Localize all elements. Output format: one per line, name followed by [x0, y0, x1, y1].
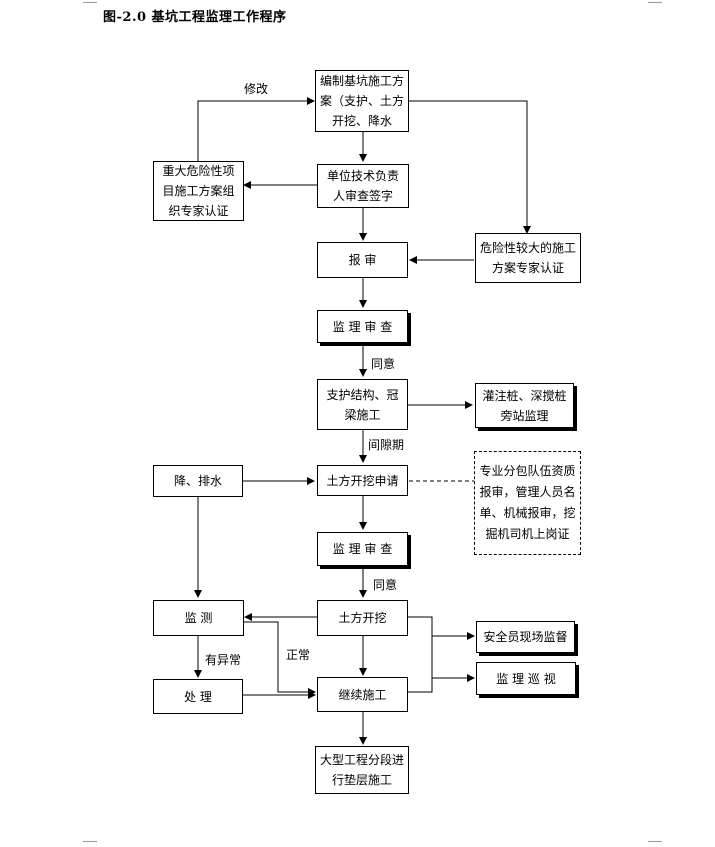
- page-corner-mark: [83, 841, 97, 842]
- edge-normal: [244, 621, 316, 696]
- edge-label-interval: 间隙期: [368, 438, 405, 452]
- node-expert-larger: 危险性较大的施工方案专家认证: [475, 233, 581, 283]
- edge-branch-bus: [408, 616, 433, 693]
- node-safety-supervision: 安全员现场监督: [476, 621, 575, 653]
- node-dewatering: 降、排水: [153, 465, 243, 497]
- edge-label-abnormal: 有异常: [205, 653, 242, 667]
- edge-label-normal: 正常: [286, 648, 311, 662]
- node-monitoring: 监 测: [153, 600, 244, 636]
- page-corner-mark: [648, 2, 662, 3]
- node-submit: 报 审: [317, 242, 408, 278]
- node-cushion-layer: 大型工程分段进行垫层施工: [315, 746, 409, 794]
- node-excavation-apply: 土方开挖申请: [317, 465, 408, 496]
- node-handling: 处 理: [153, 679, 243, 714]
- node-subcontract-check: 专业分包队伍资质报审，管理人员名单、机械报审，挖掘机司机上岗证: [474, 451, 581, 555]
- node-compile-plan: 编制基坑施工方案（支护、土方开挖、降水: [315, 70, 409, 132]
- node-tech-sign: 单位技术负责人审查签字: [317, 164, 409, 208]
- node-support-structure: 支护结构、冠梁施工: [317, 379, 408, 430]
- page-corner-mark: [648, 841, 662, 842]
- node-supervision-review-1: 监 理 审 查: [317, 310, 408, 343]
- edge-label-agree-2: 同意: [373, 578, 398, 592]
- page-corner-mark: [83, 2, 97, 3]
- node-excavation: 土方开挖: [317, 600, 408, 636]
- node-expert-major: 重大危险性项目施工方案组织专家认证: [153, 161, 244, 221]
- node-pile-monitoring: 灌注桩、深搅桩旁站监理: [475, 383, 574, 428]
- edge-compile-expert-larger: [408, 100, 531, 234]
- edge-label-modify: 修改: [244, 82, 269, 96]
- node-supervision-patrol: 监 理 巡 视: [476, 662, 576, 695]
- node-continue-construction: 继续施工: [317, 677, 408, 712]
- edge-label-agree-1: 同意: [371, 357, 396, 371]
- node-supervision-review-2: 监 理 审 查: [317, 532, 408, 566]
- edge-modify: [197, 97, 315, 161]
- diagram-title: 图-2.0 基坑工程监理工作程序: [103, 10, 287, 25]
